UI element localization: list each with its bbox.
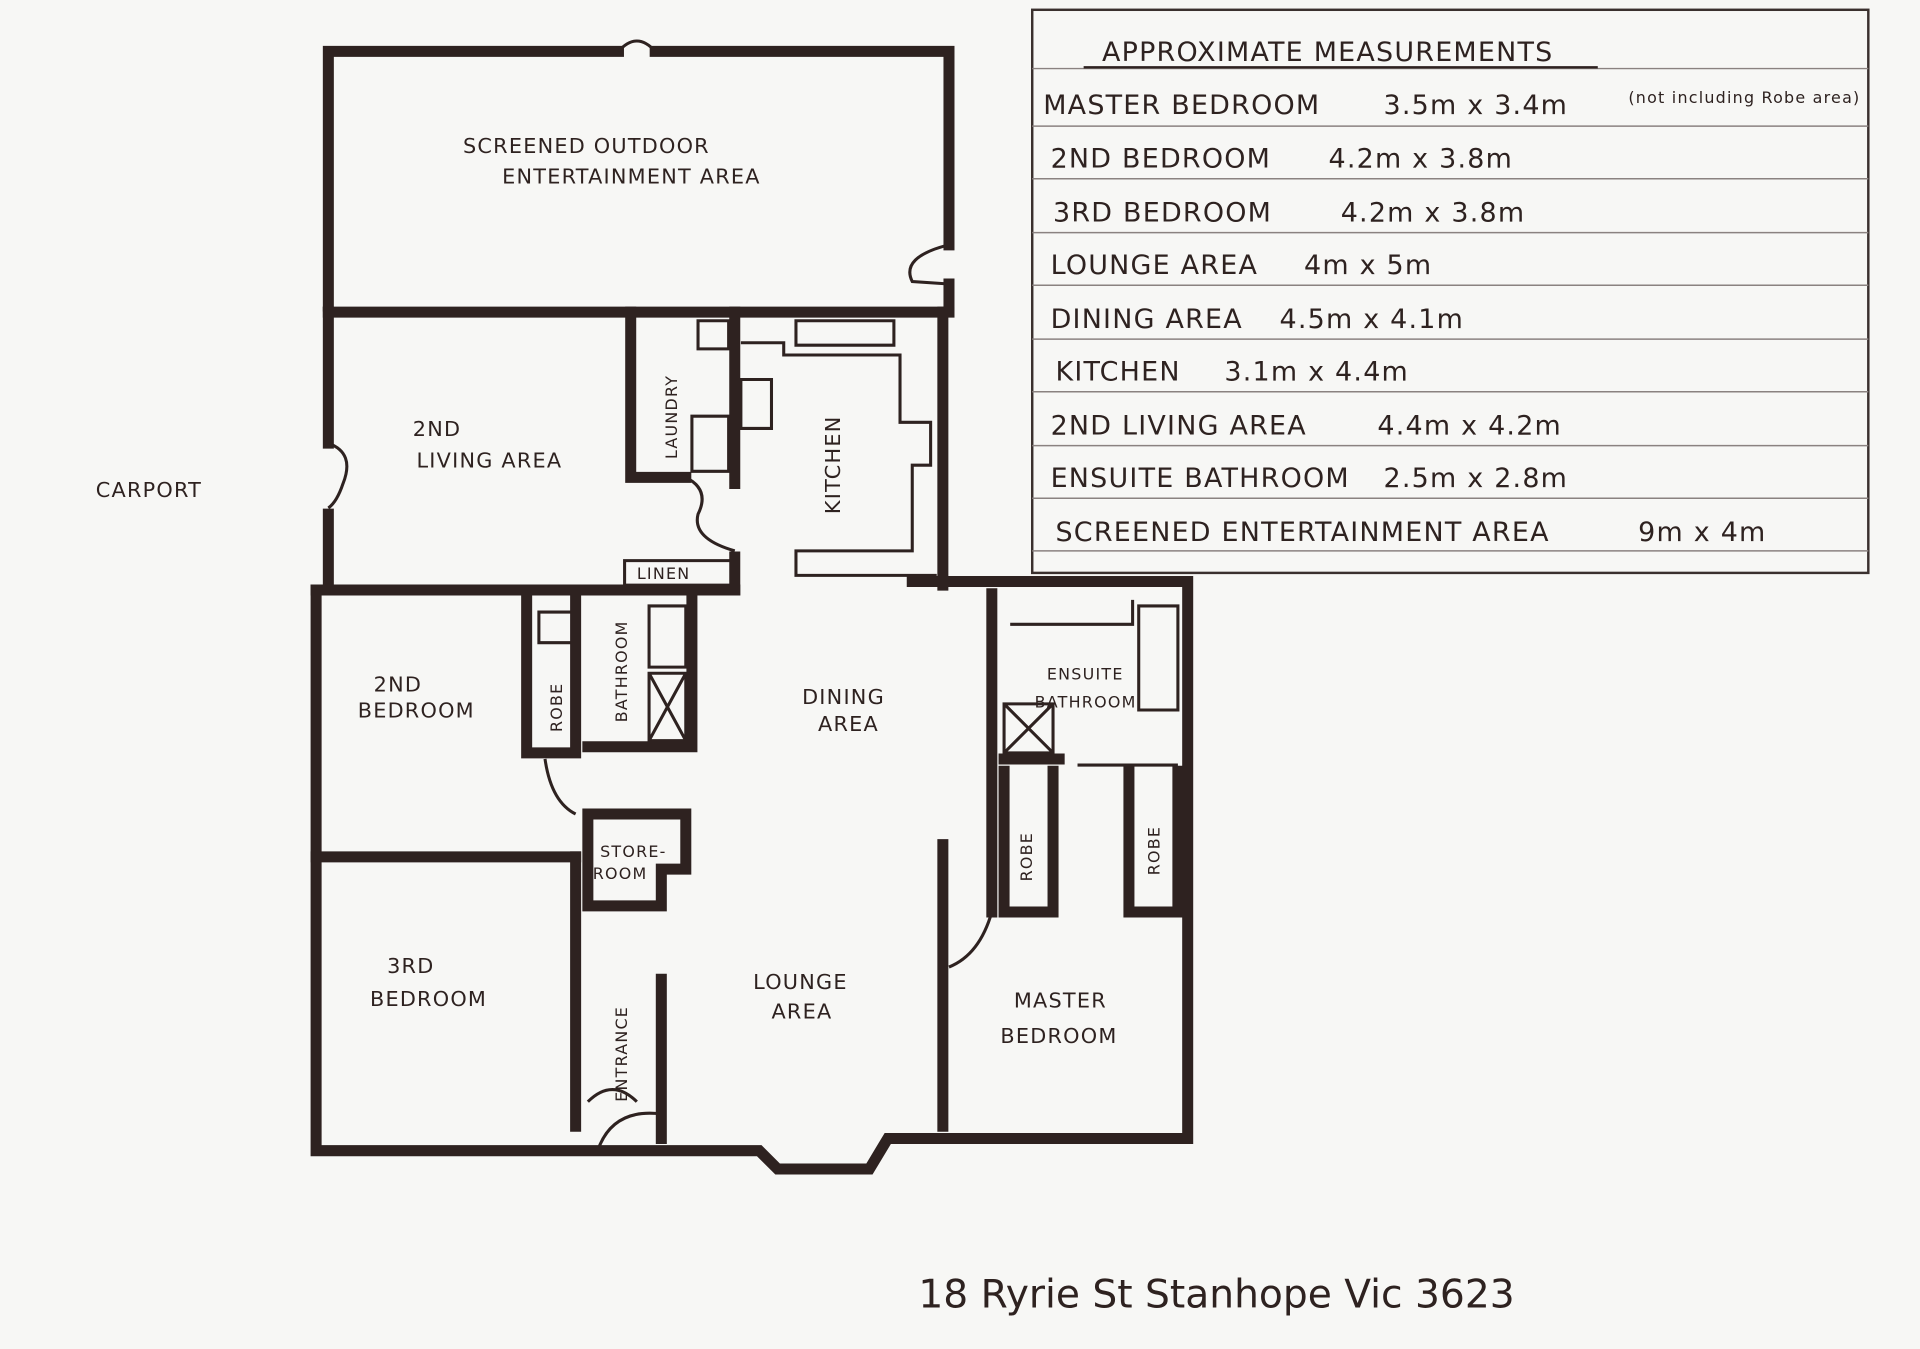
row-room: KITCHEN [1055,357,1180,388]
label-dining-1: DINING [802,685,885,709]
label-outdoor-2: ENTERTAINMENT AREA [502,165,761,189]
walls [310,39,1194,1175]
row-note: (not including Robe area) [1628,88,1860,107]
measurements-title: APPROXIMATE MEASUREMENTS [1102,37,1553,68]
label-robe: ROBE [1017,832,1036,881]
row-room: 2ND BEDROOM [1051,144,1272,175]
row-room: MASTER BEDROOM [1043,90,1320,121]
row-size: 2.5m x 2.8m [1384,463,1569,494]
row-room: DINING AREA [1051,304,1243,335]
label-bathroom: BATHROOM [612,620,631,722]
label-entrance: ENTRANCE [612,1006,631,1102]
label-store-2: ROOM [593,864,648,883]
label-lounge-2: AREA [771,999,832,1023]
label-ensuite-2: BATHROOM [1035,693,1137,712]
label-dining-2: AREA [818,712,879,736]
measurements-table: APPROXIMATE MEASUREMENTS MASTER BEDROOM … [1031,8,1870,575]
label-lounge-1: LOUNGE [753,970,848,994]
row-size: 9m x 4m [1638,517,1766,548]
row-size: 3.1m x 4.4m [1224,357,1409,388]
row-size: 3.5m x 3.4m [1384,90,1569,121]
row-room: 2ND LIVING AREA [1051,411,1307,442]
row-room: ENSUITE BATHROOM [1051,463,1350,494]
row-size: 4.4m x 4.2m [1377,411,1562,442]
label-ensuite-1: ENSUITE [1047,664,1124,683]
row-size: 4.2m x 3.8m [1328,144,1513,175]
label-master-2: BEDROOM [1000,1024,1117,1048]
row-size: 4m x 5m [1304,250,1432,281]
label-laundry: LAUNDRY [662,375,681,459]
label-bedroom3-2: BEDROOM [370,987,487,1011]
label-living2-2: LIVING AREA [416,449,562,473]
label-robe: ROBE [547,683,566,732]
label-bedroom2-1: 2ND [374,673,422,697]
address: 18 Ryrie St Stanhope Vic 3623 [918,1272,1514,1317]
label-carport: CARPORT [96,478,202,502]
label-linen: LINEN [637,564,691,583]
label-outdoor-1: SCREENED OUTDOOR [463,134,710,158]
label-bedroom3-1: 3RD [387,954,434,978]
room-labels: SCREENED OUTDOOR ENTERTAINMENT AREA 2ND … [96,134,1164,1102]
label-kitchen: KITCHEN [821,415,845,514]
label-store-1: STORE- [600,842,667,861]
row-room: LOUNGE AREA [1051,250,1259,281]
label-living2-1: 2ND [413,417,461,441]
row-size: 4.5m x 4.1m [1280,304,1465,335]
row-size: 4.2m x 3.8m [1341,198,1526,229]
label-bedroom2-2: BEDROOM [358,698,475,722]
row-room: 3RD BEDROOM [1053,198,1272,229]
label-master-1: MASTER [1014,988,1107,1012]
label-robe: ROBE [1145,826,1164,875]
row-room: SCREENED ENTERTAINMENT AREA [1055,517,1549,548]
